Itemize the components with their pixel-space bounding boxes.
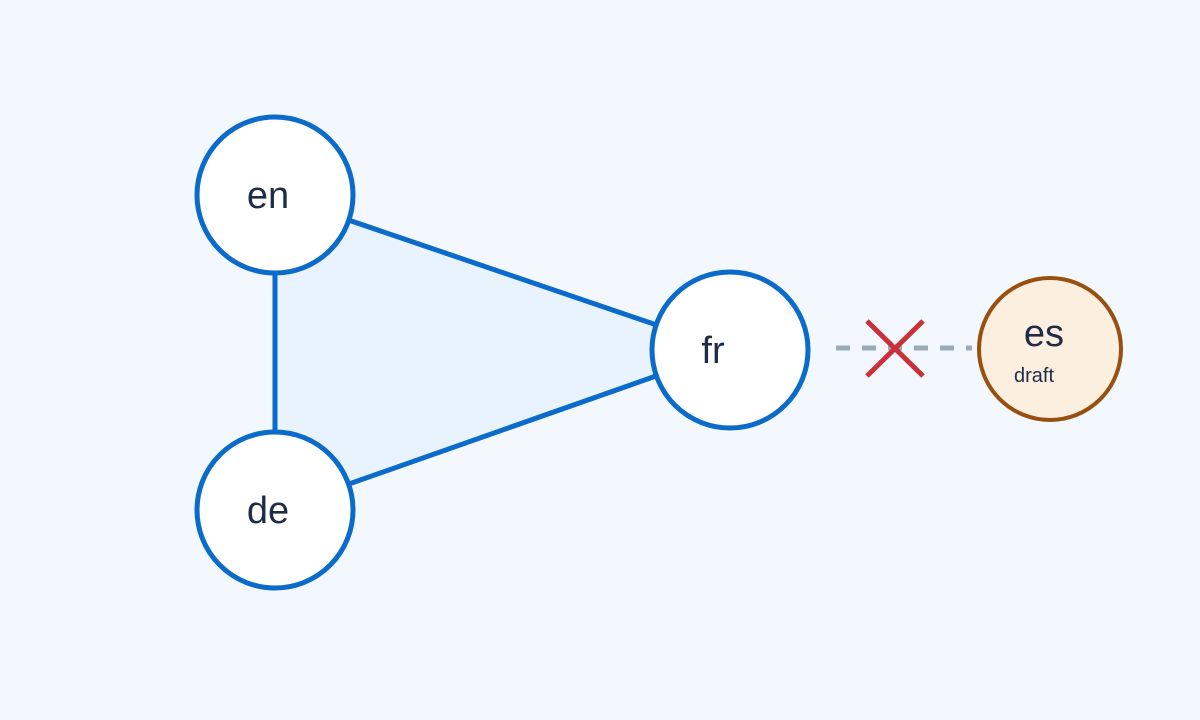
node-de-label: de xyxy=(247,490,289,532)
node-de-circle xyxy=(194,429,356,591)
node-fr-label: fr xyxy=(701,330,725,372)
node-fr[interactable]: fr xyxy=(649,269,811,431)
node-es-status-label: draft xyxy=(1014,365,1054,387)
node-es-label: es xyxy=(1024,313,1064,355)
node-fr-circle xyxy=(649,269,811,431)
node-en-circle xyxy=(194,114,356,276)
node-en-label: en xyxy=(247,175,289,217)
blocked-link-x-icon xyxy=(865,319,925,378)
node-de[interactable]: de xyxy=(194,429,356,591)
linked-group-area xyxy=(275,195,730,510)
node-es-circle xyxy=(977,276,1123,422)
node-en[interactable]: en xyxy=(194,114,356,276)
node-es[interactable]: es draft xyxy=(977,276,1123,422)
